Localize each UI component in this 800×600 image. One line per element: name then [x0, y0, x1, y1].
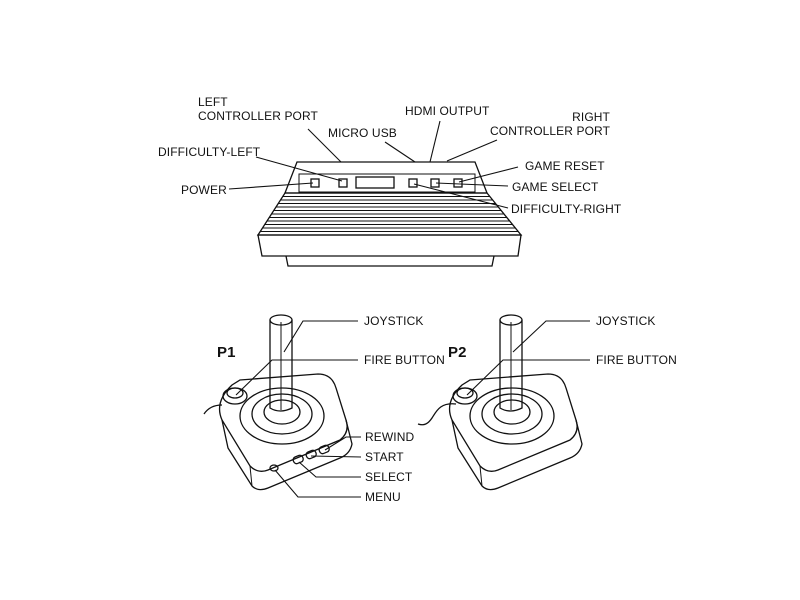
p1-leader-menu — [274, 469, 361, 498]
p1-leader-rewind — [324, 436, 361, 451]
controller-p1-leader-lines — [235, 320, 362, 498]
label-left-controller-port-line2: CONTROLLER PORT — [198, 109, 318, 123]
leader-left-controller-port — [307, 128, 342, 163]
console-leader-lines — [228, 120, 519, 209]
p2-fire-button — [452, 387, 478, 405]
label-p1-menu: MENU — [365, 490, 401, 504]
leader-hdmi-output — [429, 120, 441, 163]
label-game-reset: GAME RESET — [525, 159, 605, 173]
p1-menu-button — [269, 464, 279, 472]
label-micro-usb: MICRO USB — [328, 126, 397, 140]
console-ribs — [260, 196, 519, 232]
label-p1-fire-button: FIRE BUTTON — [364, 353, 445, 367]
leader-game-reset — [458, 166, 519, 183]
p1-joystick-ring-inner — [263, 399, 301, 425]
p2-joystick-top — [499, 314, 523, 326]
p2-joystick-ring-outer — [469, 387, 555, 445]
p2-joystick-ring-middle — [481, 393, 543, 435]
p1-fire-button-cap — [226, 387, 244, 399]
label-difficulty-left: DIFFICULTY-LEFT — [158, 145, 261, 159]
p1-base-side — [221, 419, 353, 491]
controller-p2-leader-lines — [466, 320, 590, 396]
leader-right-controller-port — [446, 139, 498, 162]
leader-power — [228, 182, 314, 190]
label-difficulty-right: DIFFICULTY-RIGHT — [511, 202, 622, 216]
p1-leader-select — [298, 461, 361, 478]
p1-start-button — [305, 449, 317, 460]
p2-fire-button-cap — [456, 387, 474, 399]
label-p1-select: SELECT — [365, 470, 413, 484]
label-p2-joystick: JOYSTICK — [596, 314, 656, 328]
p1-leader-joystick — [283, 320, 358, 353]
label-left-controller-port-line1: LEFT — [198, 95, 228, 109]
label-p1-start: START — [365, 450, 404, 464]
p2-base-side — [451, 419, 583, 491]
p2-joystick-shaft — [499, 320, 523, 412]
difficulty-left-switch — [338, 178, 348, 188]
p1-joystick-ring-middle — [251, 393, 313, 435]
p1-joystick-ring-outer — [239, 387, 325, 445]
p2-cable — [417, 403, 457, 426]
controller-p2-illustration — [417, 314, 583, 491]
leader-difficulty-right — [413, 183, 509, 209]
label-p1-rewind: REWIND — [365, 430, 415, 444]
p1-rewind-button — [318, 444, 330, 455]
difficulty-right-switch — [408, 178, 418, 188]
console-base — [257, 234, 522, 257]
label-hdmi-output: HDMI OUTPUT — [405, 104, 490, 118]
leader-micro-usb — [384, 141, 416, 163]
p2-base-edge — [479, 465, 483, 487]
leader-game-select — [435, 182, 509, 187]
label-player-2: P2 — [448, 344, 467, 361]
p2-base-top — [448, 373, 578, 472]
p1-leader-fire-button — [235, 359, 358, 396]
label-p2-fire-button: FIRE BUTTON — [596, 353, 677, 367]
console-bottom-lip — [285, 255, 495, 267]
p1-base-edge — [249, 465, 253, 487]
p2-leader-fire-button — [466, 359, 590, 396]
p1-base-top — [218, 373, 348, 472]
label-player-1: P1 — [217, 344, 236, 361]
p1-leader-start — [310, 455, 362, 458]
label-game-select: GAME SELECT — [512, 180, 599, 194]
console-display-window — [355, 176, 395, 189]
game-reset-switch — [453, 178, 463, 188]
controller-p1-illustration — [203, 314, 353, 491]
console-switch-strip — [298, 173, 476, 193]
label-right-controller-port-line1: RIGHT — [572, 110, 610, 124]
label-right-controller-port-line2: CONTROLLER PORT — [490, 124, 610, 138]
p1-joystick-shaft — [269, 320, 293, 412]
p2-joystick-ring-inner — [493, 399, 531, 425]
console-illustration — [256, 161, 523, 267]
p2-leader-joystick — [512, 320, 590, 353]
label-p1-joystick: JOYSTICK — [364, 314, 424, 328]
label-power: POWER — [181, 183, 227, 197]
leader-difficulty-left — [255, 156, 343, 182]
p1-fire-button — [222, 387, 248, 405]
p1-joystick-top — [269, 314, 293, 326]
